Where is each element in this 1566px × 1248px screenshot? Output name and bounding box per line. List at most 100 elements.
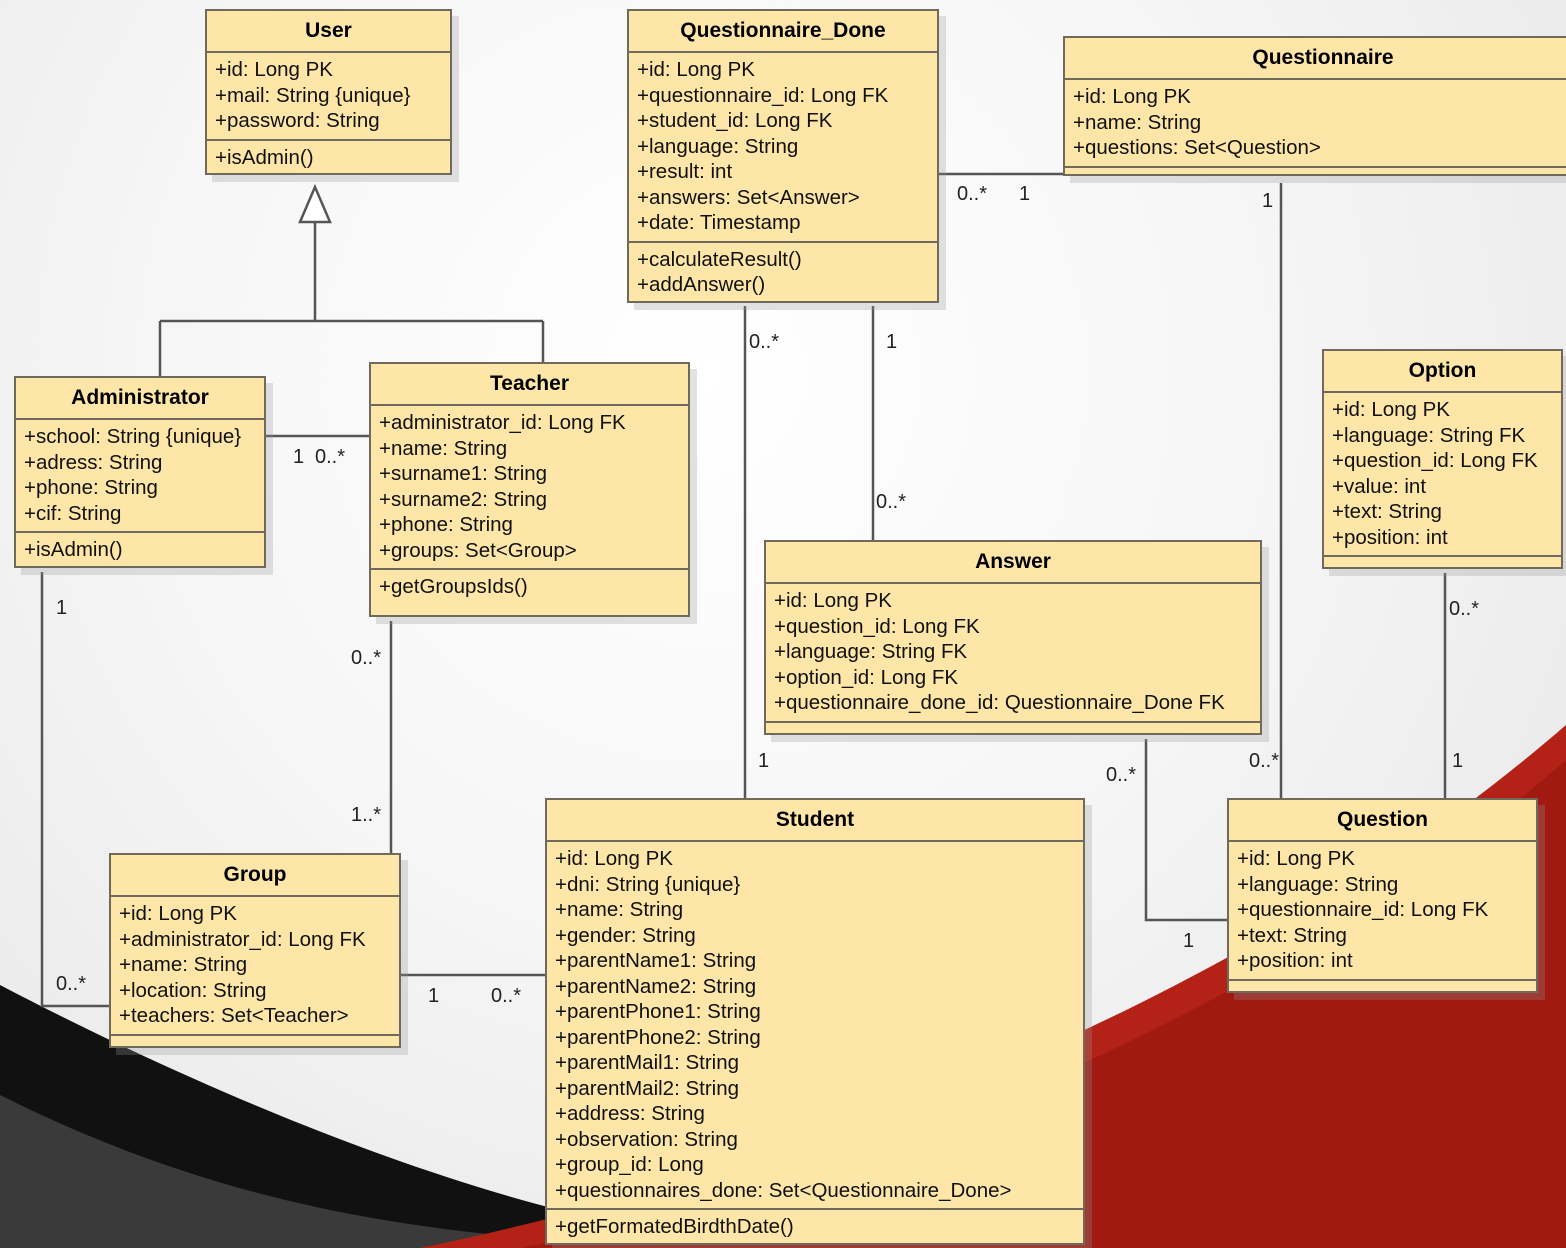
- attribute: +mail: String {unique}: [215, 83, 411, 107]
- method: +calculateResult(): [637, 247, 802, 271]
- mult-qdone-questionnaire-from: 0..*: [957, 183, 988, 205]
- attribute: +name: String: [1073, 110, 1202, 134]
- mult-qdone-student-to: 1: [758, 750, 770, 772]
- class-name: Administrator: [16, 378, 264, 420]
- attribute: +questionnaire_done_id: Questionnaire_Do…: [774, 691, 1225, 714]
- attribute: +cif: String: [24, 501, 122, 525]
- mult-questionnaire-question-to: 0..*: [1249, 750, 1280, 772]
- attribute: +language: String: [637, 134, 799, 158]
- attribute: +dni: String {unique}: [555, 872, 741, 896]
- methods-compartment: [1065, 168, 1566, 174]
- mult-admin-teacher-from: 1: [293, 446, 305, 468]
- class-question[interactable]: Question +id: Long PK +language: String …: [1227, 798, 1538, 993]
- attribute: +text: String: [1332, 500, 1442, 523]
- class-answer[interactable]: Answer +id: Long PK +question_id: Long F…: [764, 540, 1262, 735]
- attribute: +observation: String: [555, 1127, 738, 1151]
- attribute: +groups: Set<Group>: [379, 538, 577, 562]
- attribute: +parentMail1: String: [555, 1051, 740, 1074]
- attribute: +result: int: [637, 160, 733, 183]
- class-name: User: [207, 11, 450, 53]
- attribute: +id: Long PK: [637, 58, 755, 81]
- attribute: +teachers: Set<Teacher>: [119, 1004, 349, 1027]
- mult-questionnaire-question-from: 1: [1262, 190, 1274, 212]
- mult-admin-teacher-to: 0..*: [315, 446, 346, 468]
- attribute: +group_id: Long: [555, 1153, 704, 1176]
- method: +getGroupsIds(): [379, 575, 528, 598]
- attribute: +text: String: [1237, 923, 1347, 947]
- attribute: +question_id: Long FK: [1332, 449, 1538, 472]
- attribute: +location: String: [119, 978, 267, 1002]
- attributes-compartment: +id: Long PK +administrator_id: Long FK …: [111, 897, 399, 1036]
- methods-compartment: +calculateResult() +addAnswer(): [629, 243, 937, 301]
- attribute: +parentMail2: String: [555, 1076, 740, 1100]
- methods-compartment: [1324, 557, 1561, 567]
- class-questionnaire[interactable]: Questionnaire +id: Long PK +name: String…: [1063, 36, 1566, 176]
- class-name: Student: [547, 800, 1083, 842]
- method: +getFormatedBirdthDate(): [555, 1215, 794, 1238]
- attribute: +position: int: [1332, 525, 1448, 549]
- class-student[interactable]: Student +id: Long PK +dni: String {uniqu…: [545, 798, 1085, 1245]
- methods-compartment: +isAdmin(): [207, 141, 450, 174]
- generalization-line: [158, 222, 545, 377]
- attribute: +password: String: [215, 109, 380, 132]
- method: +isAdmin(): [215, 145, 314, 169]
- attribute: +name: String: [119, 953, 248, 976]
- mult-option-question-from: 0..*: [1449, 598, 1480, 620]
- attribute: +address: String: [555, 1102, 705, 1125]
- methods-compartment: [1229, 981, 1536, 991]
- assoc-admin-group: [40, 572, 110, 1008]
- attribute: +id: Long PK: [119, 902, 237, 925]
- red-swoosh: [420, 725, 1566, 1248]
- class-user[interactable]: User +id: Long PK +mail: String {unique}…: [205, 9, 452, 175]
- attribute: +phone: String: [379, 513, 513, 536]
- attribute: +parentName1: String: [555, 949, 757, 972]
- class-administrator[interactable]: Administrator +school: String {unique} +…: [14, 376, 266, 568]
- attribute: +date: Timestamp: [637, 211, 801, 234]
- attributes-compartment: +id: Long PK +language: String FK +quest…: [1324, 393, 1561, 557]
- attributes-compartment: +id: Long PK +name: String +questions: S…: [1065, 80, 1566, 168]
- mult-admin-group-from: 1: [56, 597, 68, 619]
- attribute: +administrator_id: Long FK: [119, 927, 366, 951]
- attribute: +name: String: [379, 436, 508, 460]
- mult-group-student-from: 1: [428, 985, 440, 1007]
- attribute: +questionnaire_id: Long FK: [1237, 898, 1489, 921]
- mult-qdone-answer-to: 0..*: [876, 491, 907, 513]
- method: +addAnswer(): [637, 273, 766, 296]
- attribute: +id: Long PK: [1332, 398, 1450, 421]
- attributes-compartment: +id: Long PK +question_id: Long FK +lang…: [766, 584, 1260, 723]
- attribute: +administrator_id: Long FK: [379, 411, 626, 434]
- attribute: +name: String: [555, 898, 684, 921]
- class-questionnaire-done[interactable]: Questionnaire_Done +id: Long PK +questio…: [627, 9, 939, 303]
- attribute: +adress: String: [24, 450, 163, 474]
- class-name: Questionnaire_Done: [629, 11, 937, 53]
- method: +isAdmin(): [24, 538, 123, 561]
- attribute: +phone: String: [24, 476, 158, 499]
- attribute: +questions: Set<Question>: [1073, 136, 1321, 159]
- attribute: +id: Long PK: [1073, 85, 1191, 108]
- attribute: +id: Long PK: [1237, 847, 1355, 870]
- attribute: +language: String: [1237, 872, 1399, 896]
- class-group[interactable]: Group +id: Long PK +administrator_id: Lo…: [109, 853, 401, 1048]
- class-option[interactable]: Option +id: Long PK +language: String FK…: [1322, 349, 1563, 569]
- mult-option-question-to: 1: [1452, 750, 1464, 772]
- attributes-compartment: +school: String {unique} +adress: String…: [16, 420, 264, 533]
- attribute: +language: String FK: [1332, 423, 1526, 447]
- class-teacher[interactable]: Teacher +administrator_id: Long FK +name…: [369, 362, 690, 617]
- attribute: +id: Long PK: [774, 589, 892, 612]
- attribute: +id: Long PK: [555, 847, 673, 870]
- class-name: Group: [111, 855, 399, 897]
- attribute: +parentPhone2: String: [555, 1025, 761, 1049]
- attribute: +option_id: Long FK: [774, 665, 959, 689]
- attributes-compartment: +id: Long PK +mail: String {unique} +pas…: [207, 53, 450, 141]
- class-name: Option: [1324, 351, 1561, 393]
- mult-answer-question-to: 1: [1183, 930, 1195, 952]
- mult-answer-question-from: 0..*: [1106, 764, 1137, 786]
- attribute: +language: String FK: [774, 640, 968, 663]
- attribute: +questionnaires_done: Set<Questionnaire_…: [555, 1178, 1012, 1202]
- attributes-compartment: +id: Long PK +dni: String {unique} +name…: [547, 842, 1083, 1210]
- attribute: +position: int: [1237, 949, 1353, 972]
- attribute: +id: Long PK: [215, 58, 333, 81]
- assoc-answer-question: [1144, 739, 1227, 922]
- class-name: Question: [1229, 800, 1536, 842]
